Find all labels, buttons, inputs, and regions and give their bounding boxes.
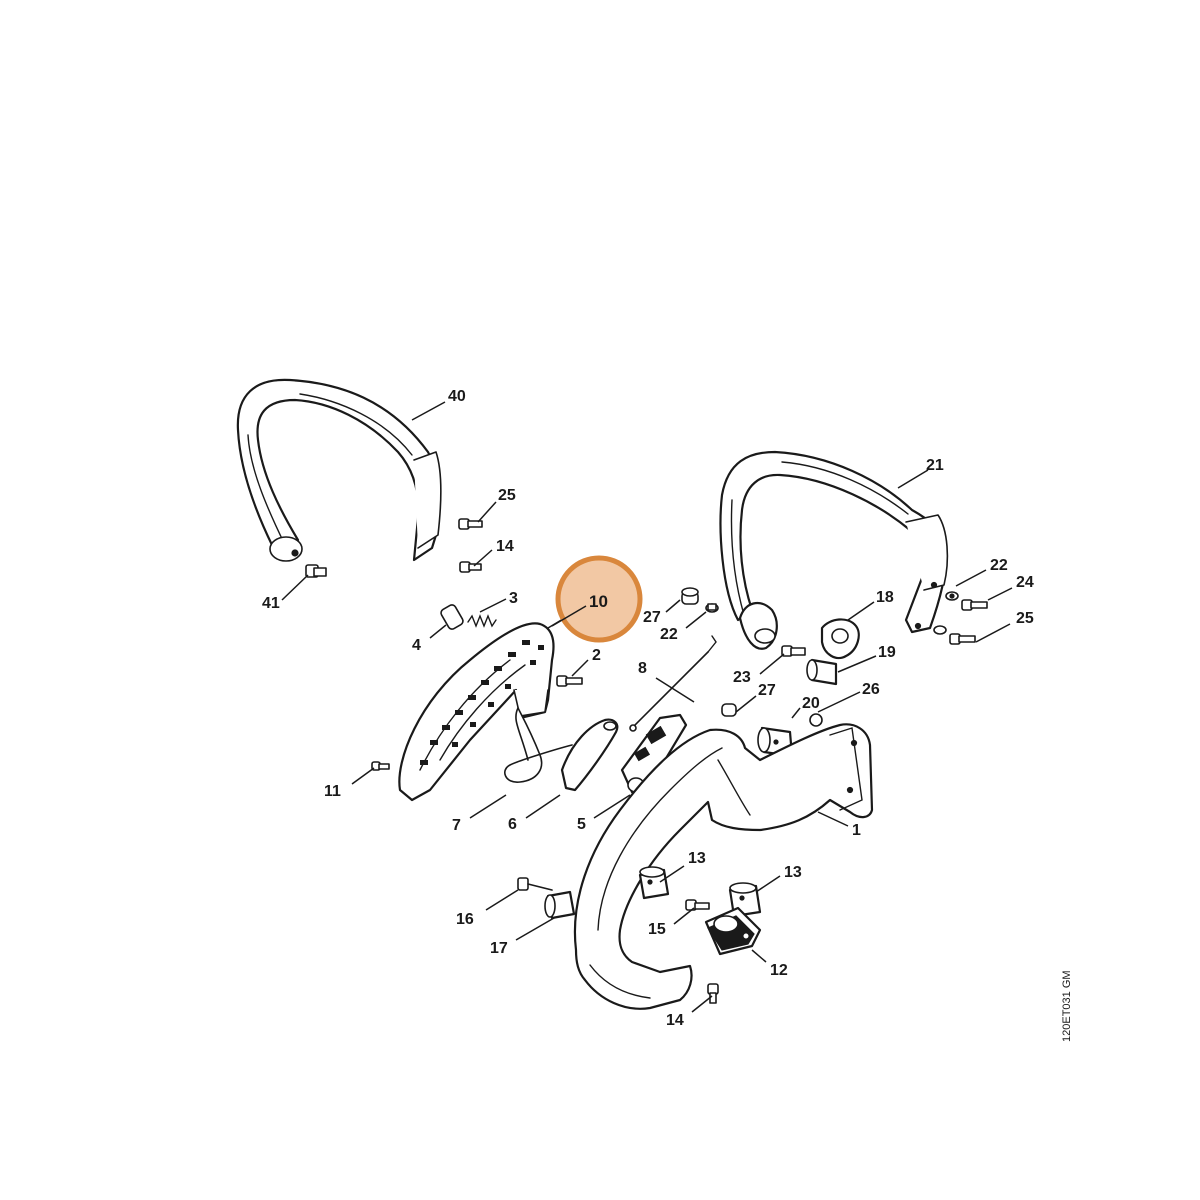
callout-7[interactable]: 7 [452, 817, 461, 834]
callout-25-right[interactable]: 25 [1016, 610, 1034, 627]
callout-8[interactable]: 8 [638, 660, 647, 677]
part-22-washer-right [945, 591, 959, 601]
callout-13-right[interactable]: 13 [784, 864, 802, 881]
part-26-nut [809, 713, 823, 727]
callout-5[interactable]: 5 [577, 816, 586, 833]
callout-27-upper[interactable]: 27 [643, 609, 661, 626]
part-27-buffer-lower [721, 703, 737, 717]
callout-21[interactable]: 21 [926, 457, 944, 474]
callout-14-upper[interactable]: 14 [496, 538, 514, 555]
part-1-handle-body [573, 723, 874, 1010]
part-16-screw [517, 877, 553, 891]
callout-16[interactable]: 16 [456, 911, 474, 928]
callout-40[interactable]: 40 [448, 388, 466, 405]
part-21-handle-bar [719, 450, 949, 650]
callout-10-highlighted[interactable]: 10 [589, 592, 608, 611]
part-27-buffer-upper [681, 587, 699, 605]
part-13-buffer-left [638, 866, 670, 900]
part-24-screw [961, 599, 988, 611]
part-8-rod [629, 635, 717, 732]
callout-22-right[interactable]: 22 [990, 557, 1008, 574]
callout-41[interactable]: 41 [262, 595, 280, 612]
callout-23[interactable]: 23 [733, 669, 751, 686]
part-6-lever [560, 718, 619, 792]
callout-17[interactable]: 17 [490, 940, 508, 957]
part-40-handle-bar [236, 378, 442, 562]
callout-22-upper[interactable]: 22 [660, 626, 678, 643]
part-2-screw [556, 675, 583, 687]
part-5-trigger [620, 713, 688, 794]
callout-4[interactable]: 4 [412, 637, 421, 654]
part-23-screw [781, 645, 806, 657]
part-3-spring [467, 614, 497, 628]
callout-27-lower[interactable]: 27 [758, 682, 776, 699]
callout-6[interactable]: 6 [508, 816, 517, 833]
part-7-spring [504, 707, 573, 783]
document-reference: 120ET031 GM [1061, 970, 1073, 1042]
callout-20[interactable]: 20 [802, 695, 820, 712]
part-25-screw-right [933, 625, 976, 645]
callout-13-left[interactable]: 13 [688, 850, 706, 867]
part-41-screw [305, 564, 327, 578]
part-25-screw-upper [458, 518, 483, 530]
part-4-pin [440, 604, 464, 630]
callout-2[interactable]: 2 [592, 647, 601, 664]
part-18-clamp [820, 618, 860, 660]
callout-labels: 40 25 14 41 3 4 10 2 27 22 8 21 22 24 25… [262, 388, 1034, 1029]
part-22-washer-upper [705, 603, 719, 613]
part-11-screw [371, 761, 390, 771]
part-17-buffer [544, 890, 576, 920]
callout-15[interactable]: 15 [648, 921, 666, 938]
callout-19[interactable]: 19 [878, 644, 896, 661]
callout-3[interactable]: 3 [509, 590, 518, 607]
part-12-mount [704, 906, 762, 956]
callout-1[interactable]: 1 [852, 822, 861, 839]
callout-25-upper[interactable]: 25 [498, 487, 516, 504]
leader-lines [281, 401, 1013, 1013]
callout-14-lower[interactable]: 14 [666, 1012, 684, 1029]
part-14-screw-upper [459, 561, 482, 573]
callout-24[interactable]: 24 [1016, 574, 1034, 591]
part-15-screw [685, 899, 710, 911]
callout-11[interactable]: 11 [324, 783, 341, 800]
highlight-marker[interactable] [551, 555, 643, 643]
part-10-hand-guard [398, 622, 555, 802]
part-19-buffer [806, 658, 838, 686]
callout-18[interactable]: 18 [876, 589, 894, 606]
part-14-screw-lower [707, 983, 719, 1004]
callout-26[interactable]: 26 [862, 681, 880, 698]
callout-12[interactable]: 12 [770, 962, 788, 979]
